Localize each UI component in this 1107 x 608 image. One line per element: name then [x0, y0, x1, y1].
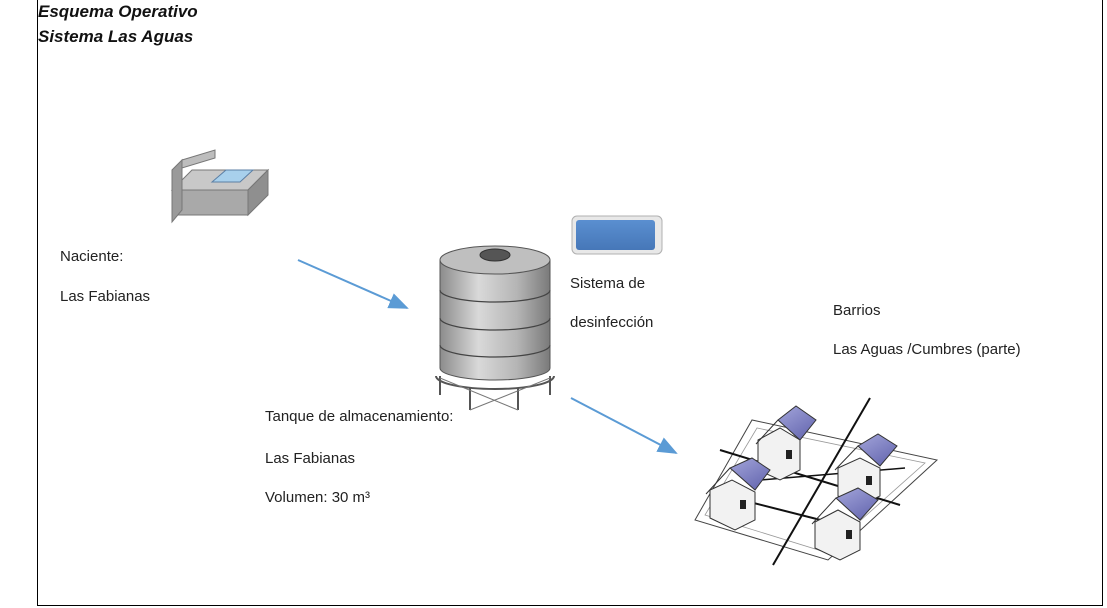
- arrow-icon: [297, 259, 409, 309]
- tank-label: Tanque de almacenamiento:: [265, 408, 454, 425]
- disinfection-label-line2: desinfección: [570, 314, 654, 331]
- diagram-title: Esquema Operativo: [38, 2, 198, 21]
- tank-name: Las Fabianas: [265, 450, 356, 467]
- tank-volume: Volumen: 30 m³: [265, 489, 371, 506]
- neighborhoods-label: Barrios: [833, 302, 881, 319]
- source-name: Las Fabianas: [60, 288, 151, 305]
- diagram-frame: [37, 0, 1103, 606]
- disinfection-unit-icon: [571, 215, 663, 255]
- disinfection-label-line1: Sistema de: [570, 275, 646, 292]
- water-tank-icon: [435, 245, 555, 411]
- spring-box-icon: [170, 149, 270, 224]
- diagram-subtitle: Sistema Las Aguas: [38, 27, 194, 46]
- arrow-icon: [570, 397, 678, 454]
- source-label: Naciente:: [60, 248, 124, 265]
- houses-icon: [694, 397, 939, 566]
- neighborhoods-names: Las Aguas /Cumbres (parte): [833, 341, 1021, 358]
